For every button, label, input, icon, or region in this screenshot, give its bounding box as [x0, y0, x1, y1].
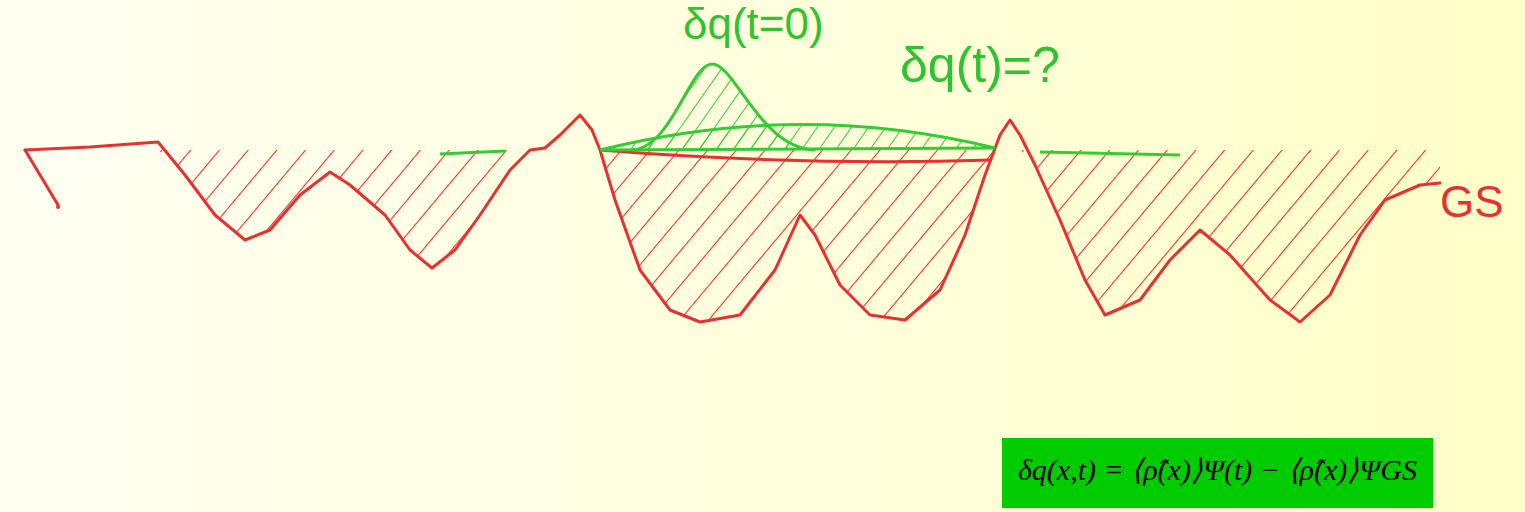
perturbation-level — [600, 148, 992, 150]
question-label: δq(t)=? — [900, 40, 1060, 90]
perturbation-level — [440, 151, 505, 154]
initial-bump — [632, 64, 815, 150]
ground-state-curve — [25, 115, 1440, 322]
ground-state-curve — [25, 150, 58, 205]
ground-state-level — [600, 150, 992, 162]
curve-dot — [56, 205, 60, 209]
formula-box: δq(x,t) = ⟨ρ̂(x)⟩Ψ(t) − ⟨ρ̂(x)⟩ΨGS — [1002, 438, 1433, 508]
formula-text: δq(x,t) = ⟨ρ̂(x)⟩Ψ(t) − ⟨ρ̂(x)⟩ΨGS — [1018, 452, 1417, 488]
perturbation-label: δq(t=0) — [683, 2, 824, 46]
perturbation-level — [1040, 152, 1180, 155]
ground-state-label: GS — [1440, 180, 1504, 224]
